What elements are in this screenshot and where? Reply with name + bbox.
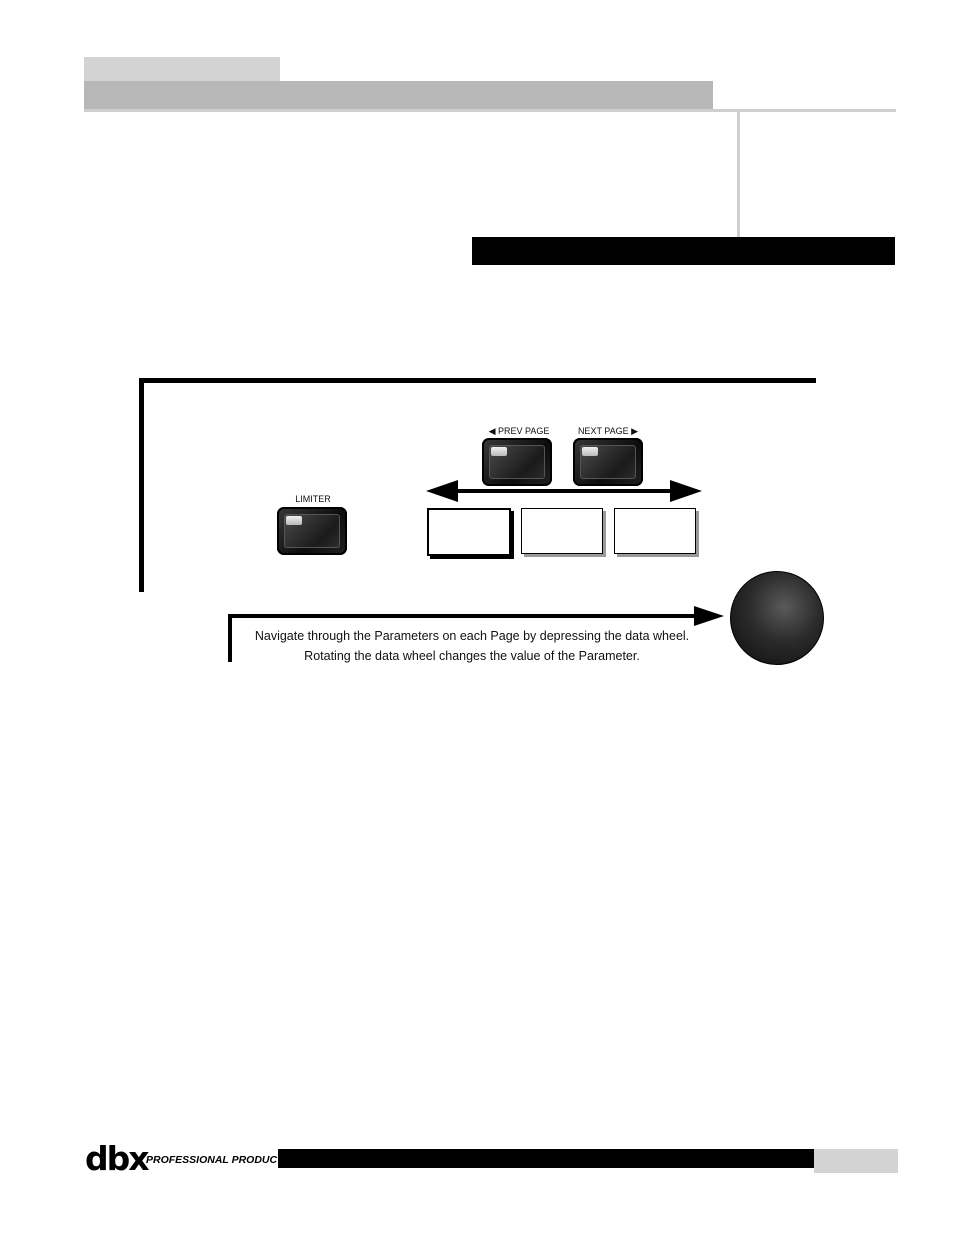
callout-line-vertical: [228, 614, 232, 662]
callout-line-1: Navigate through the Parameters on each …: [254, 629, 690, 643]
limiter-led-icon: [286, 516, 302, 525]
section-title-bar: [472, 237, 895, 265]
next-page-button-face: [580, 445, 636, 479]
header-tab: [84, 57, 280, 81]
limiter-label: LIMITER: [295, 494, 331, 504]
page-box-3: [614, 508, 696, 554]
callout-arrowhead: [694, 606, 724, 626]
diagram-frame-top: [139, 378, 816, 383]
prev-page-label: ◀ PREV PAGE: [488, 426, 550, 436]
footer-bar: [278, 1149, 814, 1168]
prev-page-led-icon: [491, 447, 507, 456]
callout-line-2: Rotating the data wheel changes the valu…: [304, 649, 640, 663]
next-page-led-icon: [582, 447, 598, 456]
page-navigation-arrow-icon: [426, 480, 702, 502]
callout-arrow-icon: [694, 606, 724, 626]
right-arrow-icon: [670, 480, 702, 502]
header-bar: [84, 81, 713, 109]
left-arrow-icon: [426, 480, 458, 502]
page-box-1: [427, 508, 511, 556]
callout-line-horizontal: [228, 614, 698, 618]
header-vertical-rule: [737, 112, 740, 237]
dbx-logo: dbx: [85, 1139, 150, 1178]
page-box-2: [521, 508, 603, 554]
callout-text: Navigate through the Parameters on each …: [232, 626, 712, 666]
data-wheel-icon[interactable]: [730, 571, 824, 665]
limiter-button[interactable]: [277, 507, 347, 555]
diagram-frame-left: [139, 378, 144, 592]
header-rule: [84, 109, 896, 112]
prev-page-button[interactable]: [482, 438, 552, 486]
next-page-label: NEXT PAGE ▶: [577, 426, 639, 436]
logo-subtext: PROFESSIONAL PRODUCTS: [146, 1154, 291, 1166]
footer-page-tab: [814, 1149, 898, 1173]
next-page-button[interactable]: [573, 438, 643, 486]
